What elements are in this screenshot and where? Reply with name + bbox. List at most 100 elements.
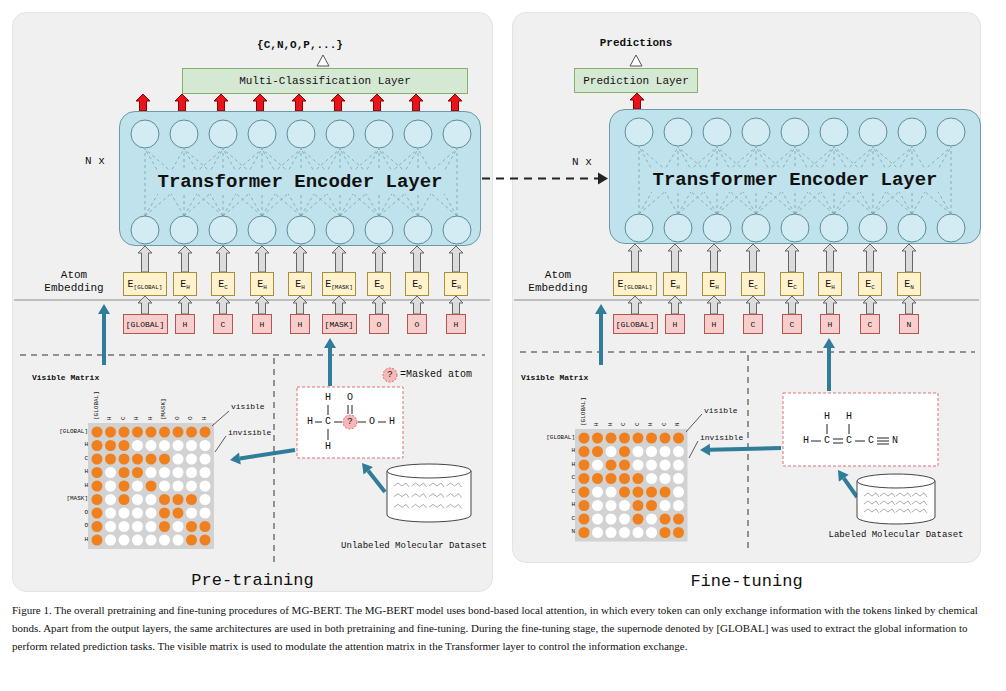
matrix-dot xyxy=(619,527,630,538)
annotation-text: C xyxy=(571,489,575,496)
input-arrow xyxy=(902,244,916,272)
input-arrow xyxy=(668,244,682,272)
matrix-dot xyxy=(105,467,116,478)
annotation-text: N x xyxy=(572,156,592,169)
matrix-dot xyxy=(173,481,184,492)
matrix-dot xyxy=(200,440,211,451)
matrix-dot xyxy=(646,473,657,484)
token-box: H xyxy=(665,314,685,334)
matrix-dot xyxy=(579,514,590,525)
matrix-dot xyxy=(132,467,143,478)
annotation-text: Predictions xyxy=(600,37,673,50)
flow-arrow xyxy=(240,450,295,458)
token-box: C xyxy=(860,314,880,334)
neuron-circle xyxy=(131,120,159,148)
matrix-dot xyxy=(646,527,657,538)
matrix-ground xyxy=(88,423,214,549)
cylinder-shape xyxy=(386,463,472,523)
input-arrow xyxy=(410,246,424,272)
matrix-dot xyxy=(673,460,684,471)
output-arrow xyxy=(448,94,462,111)
flow-arrow xyxy=(98,304,110,314)
matrix-dot xyxy=(173,521,184,532)
matrix-dot xyxy=(173,494,184,505)
molecule-scribble xyxy=(412,494,427,498)
matrix-dot xyxy=(619,473,630,484)
dataset-cylinder: Unlabeled Molecular Dataset xyxy=(386,463,472,523)
matrix-dot xyxy=(132,454,143,465)
matrix-dot xyxy=(159,521,170,532)
embed-subscript: H xyxy=(263,284,267,291)
matrix-dot xyxy=(159,494,170,505)
embed-letter: E xyxy=(904,279,910,290)
chemical-bond xyxy=(877,438,889,439)
embed-subscript: H xyxy=(457,284,461,291)
token-label: H xyxy=(298,320,303,329)
connector xyxy=(902,296,916,314)
matrix-dot xyxy=(673,500,684,511)
connector xyxy=(255,246,269,272)
flow-arrow xyxy=(599,314,603,365)
matrix-dot xyxy=(146,440,157,451)
embedding-box: EC xyxy=(780,272,804,296)
neuron-circle xyxy=(859,214,887,242)
chemical-bond xyxy=(849,424,850,434)
matrix-dot xyxy=(592,514,603,525)
annotation-text: C xyxy=(571,516,575,523)
annotation-text: Atom Embedding xyxy=(43,269,105,294)
neuron-circle xyxy=(781,214,809,242)
annotation-text: O xyxy=(84,523,88,530)
connector xyxy=(410,296,424,314)
molecule-scribble xyxy=(912,501,927,505)
matrix-dot xyxy=(132,521,143,532)
matrix-dot xyxy=(606,514,617,525)
matrix-dot xyxy=(92,521,103,532)
annotation-text: H xyxy=(389,416,395,428)
matrix-dot xyxy=(673,527,684,538)
molecule-scribble xyxy=(896,509,911,513)
flow-arrow xyxy=(595,304,607,314)
neuron-circle xyxy=(248,216,276,244)
input-arrow xyxy=(628,296,642,314)
connector xyxy=(178,296,192,314)
embed-subscript: [MASK] xyxy=(331,284,353,291)
encoder-box: Transformer Encoder Layer xyxy=(119,111,481,246)
token-label: C xyxy=(221,320,226,329)
matrix-dot xyxy=(592,433,603,444)
matrix-dot xyxy=(119,508,130,519)
neuron-circle xyxy=(170,216,198,244)
chemical-bond xyxy=(358,422,366,423)
embed-letter: E xyxy=(748,279,754,290)
neuron-circle xyxy=(625,214,653,242)
neuron-circle xyxy=(248,120,276,148)
annotation-text: [GLOBAL] xyxy=(581,397,588,426)
matrix-dot xyxy=(673,433,684,444)
embedding-box: EC xyxy=(211,272,235,296)
matrix-dot xyxy=(105,427,116,438)
matrix-dot xyxy=(606,500,617,511)
annotation-text: C xyxy=(621,422,628,426)
matrix-dot xyxy=(660,433,671,444)
embed-letter: E xyxy=(218,279,224,290)
matrix-dot xyxy=(592,487,603,498)
embedding-box: EO xyxy=(405,272,429,296)
cylinder-shape xyxy=(856,473,936,525)
flow-arrow xyxy=(230,453,241,465)
output-layer-box: Prediction Layer xyxy=(574,68,698,93)
input-arrow xyxy=(372,246,386,272)
matrix-dot xyxy=(579,446,590,457)
matrix-dot xyxy=(159,427,170,438)
token-box: O xyxy=(369,314,389,334)
connector xyxy=(293,246,307,272)
chemical-bond xyxy=(877,444,889,445)
matrix-dot xyxy=(579,433,590,444)
attention-link xyxy=(457,149,458,216)
matrix-dot xyxy=(606,433,617,444)
output-arrow xyxy=(409,94,423,111)
input-arrow xyxy=(255,296,269,314)
matrix-dot xyxy=(186,481,197,492)
token-label: [GLOBAL] xyxy=(616,320,654,329)
connector xyxy=(331,94,345,111)
molecule-scribble xyxy=(864,493,879,497)
matrix-dot xyxy=(200,481,211,492)
